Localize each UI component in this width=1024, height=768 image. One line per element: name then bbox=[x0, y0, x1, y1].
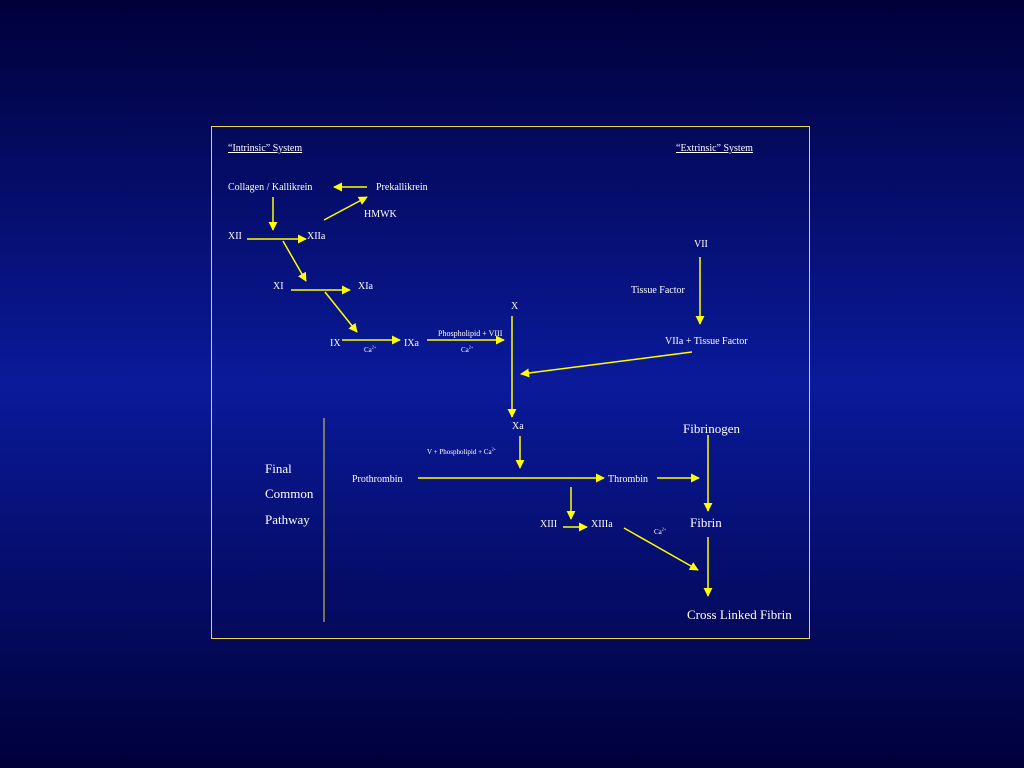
node-fibrinogen: Fibrinogen bbox=[683, 421, 741, 436]
cofactor-phospholipid-viii: Phospholipid + VIII bbox=[438, 329, 503, 338]
intrinsic-system-header: “Intrinsic” System bbox=[228, 143, 303, 154]
node-xi: XI bbox=[273, 281, 284, 292]
node-xiii: XIII bbox=[540, 519, 558, 530]
arrow-xiia-to-xi bbox=[282, 240, 307, 282]
node-fibrin: Fibrin bbox=[690, 515, 722, 530]
diagram-frame bbox=[211, 126, 810, 639]
extrinsic-system-header: “Extrinsic” System bbox=[676, 143, 753, 154]
final-common-pathway-line3: Pathway bbox=[265, 512, 310, 527]
arrow-xiiia-to-cross-linked bbox=[623, 527, 699, 571]
cofactor-ca-xiiia: Ca2+ bbox=[654, 526, 667, 536]
node-prekallikrein: Prekallikrein bbox=[376, 182, 428, 193]
node-cross-linked-fibrin: Cross Linked Fibrin bbox=[687, 607, 792, 622]
node-xiia: XIIa bbox=[307, 231, 326, 242]
arrow-viia-to-x bbox=[520, 351, 693, 378]
node-hmwk: HMWK bbox=[364, 209, 397, 220]
node-x: X bbox=[511, 301, 519, 312]
cofactor-ca-ix: Ca2+ bbox=[364, 344, 377, 354]
arrow-xia-to-ix bbox=[324, 291, 358, 333]
final-common-pathway-line1: Final bbox=[265, 461, 292, 476]
node-prothrombin: Prothrombin bbox=[352, 474, 403, 485]
node-xii: XII bbox=[228, 231, 242, 242]
node-vii: VII bbox=[694, 239, 708, 250]
node-viia-tissue-factor: VIIa + Tissue Factor bbox=[665, 336, 748, 347]
final-common-pathway-line2: Common bbox=[265, 486, 314, 501]
arrow-xiia-to-hmwk bbox=[323, 196, 368, 221]
cofactor-v-phospholipid-ca: V + Phospholipid + Ca2+ bbox=[427, 446, 497, 456]
node-collagen-kallikrein: Collagen / Kallikrein bbox=[228, 182, 313, 193]
cofactor-ca-ixa: Ca2+ bbox=[461, 344, 474, 354]
node-xiiia: XIIIa bbox=[591, 519, 613, 530]
node-xa: Xa bbox=[512, 421, 524, 432]
node-xia: XIa bbox=[358, 281, 373, 292]
node-ix: IX bbox=[330, 338, 341, 349]
node-ixa: IXa bbox=[404, 338, 419, 349]
node-thrombin: Thrombin bbox=[608, 474, 648, 485]
node-tissue-factor: Tissue Factor bbox=[631, 285, 685, 296]
